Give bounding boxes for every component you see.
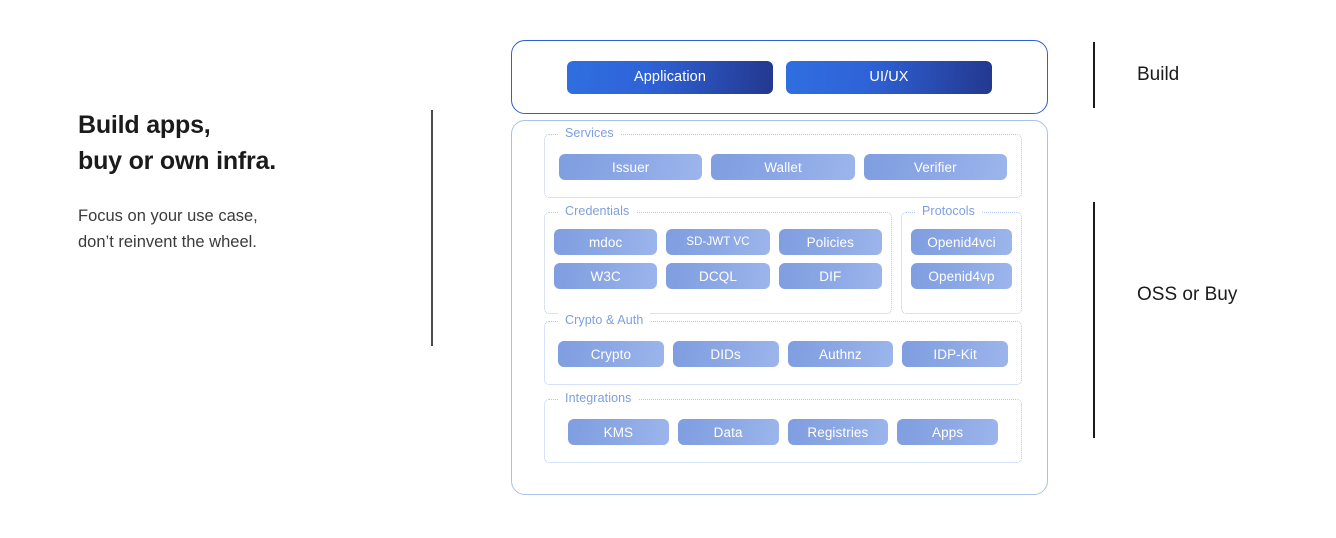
group-services: Services Issuer Wallet Verifier — [544, 126, 1022, 198]
tile-ui-ux[interactable]: UI/UX — [786, 60, 992, 94]
pill-kms[interactable]: KMS — [568, 419, 669, 445]
oss-or-buy-stack-card: Services Issuer Wallet Verifier Credenti… — [511, 120, 1048, 495]
bracket-rule-oss-or-buy — [1093, 202, 1095, 438]
subcopy-line-2: don’t reinvent the wheel. — [78, 233, 257, 252]
bracket-rule-build — [1093, 42, 1095, 108]
group-integrations: Integrations KMS Data Registries Apps — [544, 391, 1022, 463]
pill-dcql[interactable]: DCQL — [666, 263, 770, 289]
group-crypto-and-auth: Crypto & Auth Crypto DIDs Authnz IDP-Kit — [544, 313, 1022, 385]
group-label-credentials: Credentials — [558, 204, 637, 218]
pill-wallet[interactable]: Wallet — [711, 154, 855, 180]
headline-line-1: Build apps, — [78, 111, 211, 139]
pill-w3c[interactable]: W3C — [554, 263, 658, 289]
group-credentials-items: mdoc SD-JWT VC Policies W3C DCQL DIF — [545, 229, 891, 289]
group-protocols-items: Openid4vci Openid4vp — [902, 229, 1021, 289]
bracket-label-build: Build — [1137, 64, 1180, 85]
pill-crypto[interactable]: Crypto — [558, 341, 664, 367]
credentials-row-1: mdoc SD-JWT VC Policies — [554, 229, 882, 255]
group-crypto-items: Crypto DIDs Authnz IDP-Kit — [545, 341, 1021, 367]
pill-registries[interactable]: Registries — [787, 419, 889, 445]
left-vertical-divider — [431, 110, 433, 346]
subcopy: Focus on your use case, don’t reinvent t… — [78, 203, 408, 255]
headline-line-2: buy or own infra. — [78, 146, 276, 175]
pill-apps[interactable]: Apps — [897, 419, 998, 445]
pill-sd-jwt-vc[interactable]: SD-JWT VC — [666, 229, 770, 255]
bracket-label-oss-or-buy: OSS or Buy — [1137, 284, 1238, 305]
tile-application[interactable]: Application — [567, 60, 773, 94]
group-credentials: Credentials mdoc SD-JWT VC Policies W3C … — [544, 204, 892, 314]
pill-dif[interactable]: DIF — [778, 263, 882, 289]
pill-verifier[interactable]: Verifier — [863, 154, 1007, 180]
subcopy-line-1: Focus on your use case, — [78, 207, 258, 225]
pill-openid4vci[interactable]: Openid4vci — [911, 229, 1012, 255]
credentials-row-2: W3C DCQL DIF — [554, 263, 882, 289]
group-label-protocols: Protocols — [915, 204, 983, 218]
group-protocols: Protocols Openid4vci Openid4vp — [901, 204, 1022, 314]
pill-data[interactable]: Data — [677, 419, 779, 445]
headline: Build apps, buy or own infra. — [78, 108, 408, 179]
pill-idp-kit[interactable]: IDP-Kit — [902, 341, 1008, 367]
group-services-items: Issuer Wallet Verifier — [545, 154, 1021, 180]
build-layer-card: Application UI/UX — [511, 40, 1048, 114]
pill-openid4vp[interactable]: Openid4vp — [911, 263, 1012, 289]
pill-mdoc[interactable]: mdoc — [554, 229, 658, 255]
group-label-integrations: Integrations — [558, 391, 639, 405]
left-copy-block: Build apps, buy or own infra. Focus on y… — [78, 108, 408, 255]
group-label-services: Services — [558, 126, 621, 140]
pill-authnz[interactable]: Authnz — [787, 341, 894, 367]
pill-issuer[interactable]: Issuer — [559, 154, 703, 180]
group-label-crypto-and-auth: Crypto & Auth — [558, 313, 651, 327]
group-integrations-items: KMS Data Registries Apps — [545, 419, 1021, 445]
pill-policies[interactable]: Policies — [778, 229, 882, 255]
pill-dids[interactable]: DIDs — [672, 341, 779, 367]
